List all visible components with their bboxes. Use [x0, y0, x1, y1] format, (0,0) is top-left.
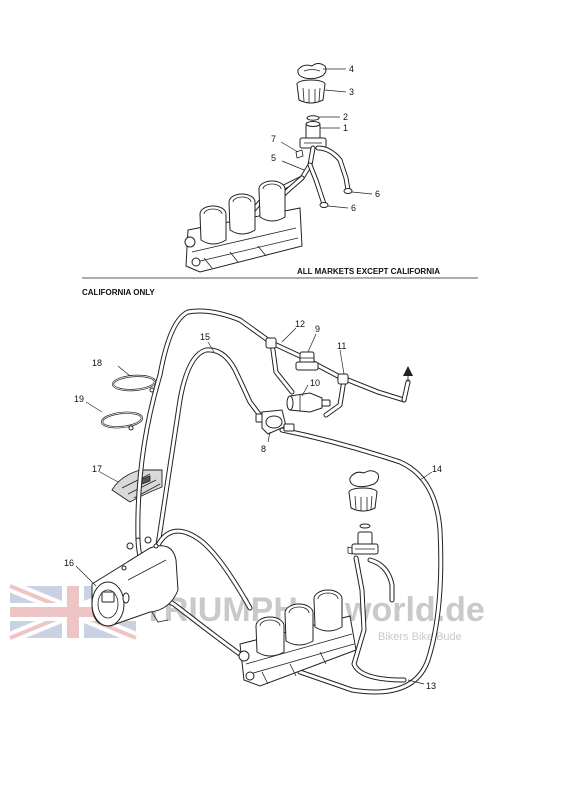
heading-all-markets: ALL MARKETS EXCEPT CALIFORNIA	[297, 267, 440, 276]
callout-bottom-17: 17	[92, 464, 102, 474]
callout-bottom-15: 15	[200, 332, 210, 342]
top-illustration	[184, 63, 373, 273]
callout-top-5: 5	[271, 153, 276, 163]
watermark-main-right: world.de	[344, 591, 485, 629]
clip-part-7	[295, 149, 304, 159]
callout-bottom-18: 18	[92, 358, 102, 368]
callout-bottom-16: 16	[64, 558, 74, 568]
watermark-subtitle: Bikers Bike Bude	[378, 631, 462, 643]
bottom-hoses	[135, 308, 444, 695]
callout-bottom-12: 12	[295, 319, 305, 329]
t-piece-part-12	[265, 337, 277, 349]
filter-part-10	[286, 392, 331, 413]
throttle-bodies-bottom	[238, 589, 357, 687]
callout-bottom-14: 14	[432, 464, 442, 474]
canister-part-16	[91, 536, 179, 627]
callout-bottom-9: 9	[315, 324, 320, 334]
callout-top-6a: 6	[375, 189, 380, 199]
gasket-part-4	[297, 63, 327, 80]
callout-top-6b: 6	[351, 203, 356, 213]
valve-part-8	[255, 409, 295, 435]
watermark: TRIUMPH world.de Bikers Bike Bude	[7, 580, 485, 644]
callout-bottom-19: 19	[74, 394, 84, 404]
clip-part-18	[111, 374, 157, 393]
callout-top-1: 1	[343, 123, 348, 133]
callout-top-2: 2	[343, 112, 348, 122]
valve-part-9	[295, 351, 319, 371]
callout-top-4: 4	[349, 64, 354, 74]
callout-top-7: 7	[271, 134, 276, 144]
clip-part-19	[100, 411, 144, 431]
callout-top-3: 3	[349, 87, 354, 97]
callout-bottom-8: 8	[261, 444, 266, 454]
valve-part-1	[299, 121, 327, 149]
callout-bottom-10: 10	[310, 378, 320, 388]
callout-bottom-11: 11	[337, 341, 346, 351]
t-piece-part-11	[337, 373, 349, 385]
throttle-bodies-top	[184, 180, 303, 273]
o-ring-part-2	[306, 115, 320, 121]
callout-bottom-13: 13	[426, 681, 436, 691]
cap-part-3	[296, 79, 326, 104]
heading-california: CALIFORNIA ONLY	[82, 288, 155, 297]
cap-part-bottom	[347, 470, 379, 555]
bottom-illustration	[75, 308, 444, 695]
